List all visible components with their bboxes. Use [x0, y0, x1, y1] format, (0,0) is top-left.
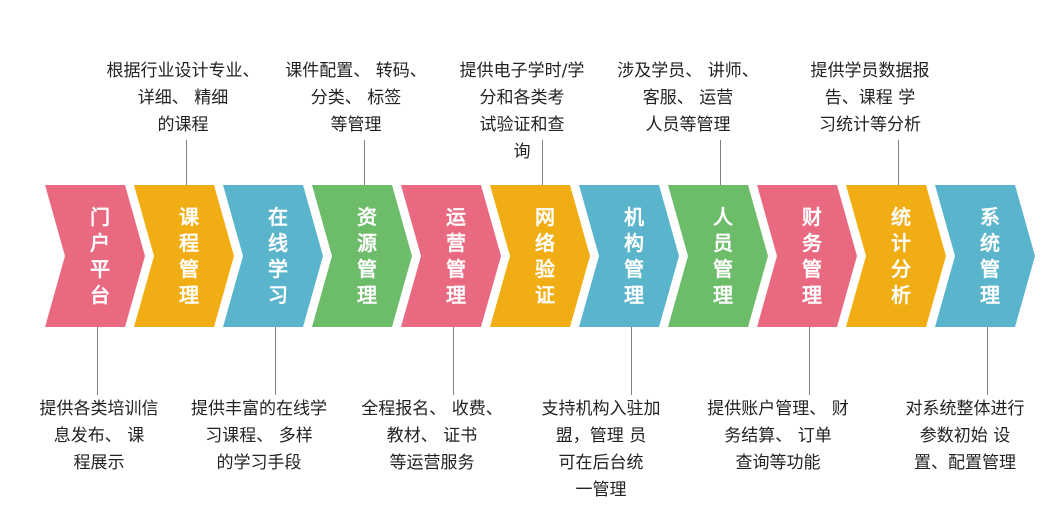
step-label-11: 系统管理 [980, 205, 1000, 307]
step-label-4: 资源管理 [357, 205, 377, 307]
chevron-step-3 [223, 185, 323, 327]
connector-line-11 [987, 327, 988, 395]
step-label-5: 运营管理 [446, 205, 466, 307]
step-description-2: 根据行业设计专业、 详细、 精细 的课程 [106, 61, 260, 135]
step-description-11: 对系统整体进行 参数初始 设 置、配置管理 [905, 399, 1025, 473]
step-label-2: 课程管理 [179, 205, 199, 307]
chevron-step-5 [401, 185, 501, 327]
connector-line-5 [453, 327, 454, 395]
chevron-step-1 [45, 185, 145, 327]
connector-line-9 [809, 327, 810, 395]
step-label-6: 网络验证 [535, 205, 555, 307]
step-label-1: 门户平台 [90, 205, 110, 307]
step-label-9: 财务管理 [802, 205, 822, 307]
chevron-step-7 [579, 185, 679, 327]
connector-line-8 [720, 140, 721, 185]
chevron-step-2 [134, 185, 234, 327]
step-description-9: 提供账户管理、 财 务结算、 订单 查询等功能 [707, 399, 849, 473]
chevron-step-8 [668, 185, 768, 327]
connector-line-4 [364, 140, 365, 185]
step-description-5: 全程报名、 收费、 教材、 证书 等运营服务 [361, 399, 503, 473]
step-label-3: 在线学习 [268, 205, 288, 307]
step-description-8: 涉及学员、 讲师、 客服、 运营 人员等管理 [617, 61, 759, 135]
step-label-10: 统计分析 [891, 205, 911, 307]
connector-line-10 [898, 140, 899, 185]
connector-line-7 [631, 327, 632, 395]
step-description-1: 提供各类培训信 息发布、 课 程展示 [39, 399, 159, 473]
connector-line-3 [275, 327, 276, 395]
step-description-4: 课件配置、 转码、 分类、 标签 等管理 [285, 61, 427, 135]
step-description-10: 提供学员数据报 告、课程 学 习统计等分析 [810, 61, 930, 135]
step-label-8: 人员管理 [713, 205, 733, 307]
chevron-step-9 [757, 185, 857, 327]
chevron-step-4 [312, 185, 412, 327]
chevron-step-11 [935, 185, 1035, 327]
step-description-3: 提供丰富的在线学 习课程、 多样 的学习手段 [191, 399, 327, 473]
step-description-7: 支持机构入驻加 盟，管理 员 可在后台统 一管理 [541, 399, 661, 500]
step-description-6: 提供电子学时/学 分和各类考 试验证和查 询 [459, 61, 585, 162]
step-label-7: 机构管理 [624, 205, 644, 307]
connector-line-1 [97, 327, 98, 395]
chevron-step-10 [846, 185, 946, 327]
connector-line-2 [186, 140, 187, 185]
connector-line-6 [542, 140, 543, 185]
chevron-step-6 [490, 185, 590, 327]
